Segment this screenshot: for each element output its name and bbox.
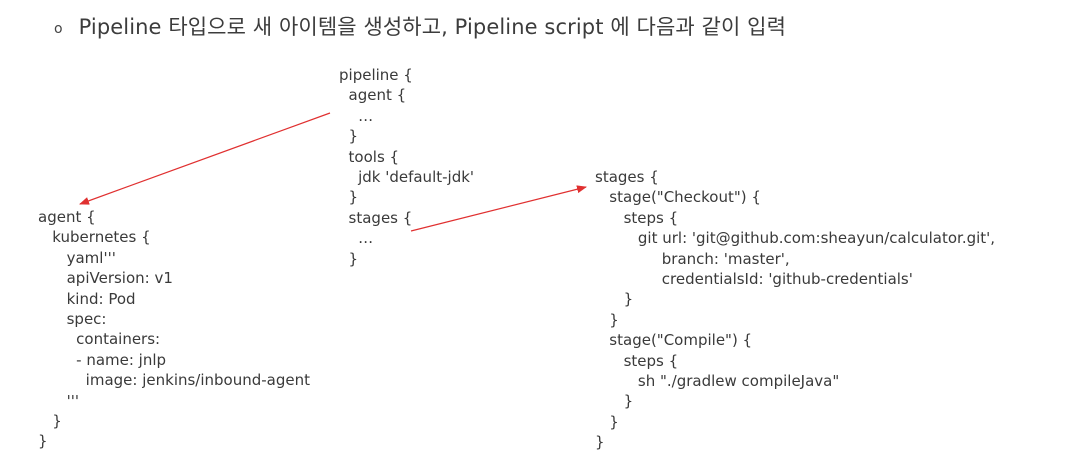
heading-text: Pipeline 타입으로 새 아이템을 생성하고, Pipeline scri… <box>78 15 787 39</box>
code-line: } <box>595 412 619 431</box>
code-line: branch: 'master', <box>595 249 790 268</box>
code-line: stage("Checkout") { <box>595 188 761 207</box>
code-line: } <box>595 433 605 452</box>
code-line: tools { <box>339 147 400 166</box>
slide-heading: o Pipeline 타입으로 새 아이템을 생성하고, Pipeline sc… <box>54 8 786 44</box>
code-line: } <box>339 249 359 268</box>
code-line: spec: <box>38 309 107 328</box>
code-line: containers: <box>38 330 161 349</box>
code-line: } <box>595 392 634 411</box>
code-line: stage("Compile") { <box>595 331 753 350</box>
code-line: … <box>339 106 374 125</box>
code-line: agent { <box>38 208 96 226</box>
code-line: } <box>339 188 359 207</box>
code-line: } <box>595 310 619 329</box>
code-line: yaml''' <box>38 248 116 267</box>
code-line: credentialsId: 'github-credentials' <box>595 269 913 288</box>
code-line: apiVersion: v1 <box>38 269 173 288</box>
code-line: } <box>339 127 359 146</box>
bullet-icon: o <box>54 21 63 37</box>
code-line: - name: jnlp <box>38 350 167 369</box>
stages-code-block: stages { stage("Checkout") { steps { git… <box>595 167 995 452</box>
code-line: kubernetes { <box>38 228 151 247</box>
code-line: kind: Pod <box>38 289 136 308</box>
code-line: agent { <box>339 86 407 105</box>
agent-code-block: agent { kubernetes { yaml''' apiVersion:… <box>38 207 310 452</box>
code-line: git url: 'git@github.com:sheayun/calcula… <box>595 229 996 248</box>
code-line: } <box>38 411 62 430</box>
code-line: stages { <box>595 168 659 186</box>
code-line: … <box>339 229 374 248</box>
code-line: stages { <box>339 208 413 227</box>
code-line: sh "./gradlew compileJava" <box>595 371 840 390</box>
code-line: } <box>38 432 48 451</box>
code-line: jdk 'default-jdk' <box>339 167 475 186</box>
code-line: } <box>595 290 634 309</box>
code-line: steps { <box>595 351 679 370</box>
pipeline-code-block: pipeline { agent { … } tools { jdk 'defa… <box>339 65 474 269</box>
code-line: image: jenkins/inbound-agent <box>38 371 311 390</box>
code-line: ''' <box>38 391 79 410</box>
agent-arrow <box>79 112 331 205</box>
code-line: pipeline { <box>339 66 413 84</box>
code-line: steps { <box>595 208 679 227</box>
